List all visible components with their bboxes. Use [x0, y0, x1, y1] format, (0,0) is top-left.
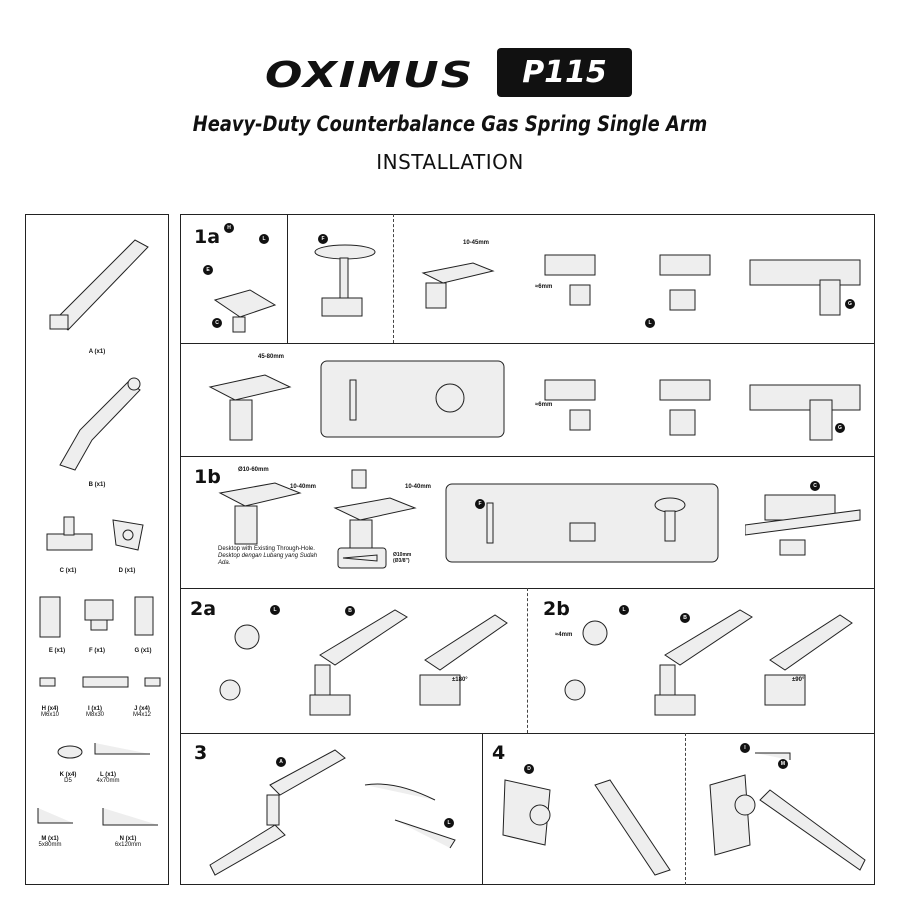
arm-b-install-drawing	[219, 609, 508, 716]
callout-d: D	[524, 764, 534, 774]
callout-b: B	[345, 606, 355, 616]
rotation-label: ±180°	[452, 677, 468, 683]
callout-h: H	[224, 223, 234, 233]
callout-g: G	[835, 423, 845, 433]
gap-label: ≈6mm	[535, 402, 553, 408]
brand-logo: OXIMUS	[265, 55, 475, 96]
callout-l: L	[270, 605, 280, 615]
divider	[180, 733, 875, 734]
divider	[393, 214, 394, 343]
gap-label: ≈6mm	[535, 284, 553, 290]
step-4-label: 4	[492, 742, 506, 764]
section-title: INSTALLATION	[376, 150, 524, 174]
part-kl-washer-key-drawing	[57, 743, 150, 759]
part-efg-brackets-drawing	[39, 596, 154, 638]
through-hole-mount-drawing	[445, 483, 719, 563]
callout-i: I	[740, 743, 750, 753]
part-label: M (x1)5x80mm	[38, 836, 62, 848]
desk-drawing	[421, 262, 495, 309]
desk-thickness-label: 10-45mm	[463, 240, 490, 246]
desk-thickness-label: 45-80mm	[258, 354, 285, 360]
clamp-assembly-drawing	[314, 244, 376, 317]
rotation-label: ±90°	[792, 677, 805, 683]
callout-b: B	[680, 613, 690, 623]
callout-l: L	[444, 818, 454, 828]
through-hole-note: Desktop with Existing Through-Hole.Deskt…	[218, 546, 318, 566]
part-hij-screws-drawing	[39, 676, 161, 688]
divider	[685, 733, 686, 885]
callout-l: L	[619, 605, 629, 615]
clamp-install-sequence-drawing	[544, 254, 861, 316]
part-label: B (x1)	[88, 482, 106, 488]
drill-bit-drawing	[337, 547, 387, 569]
part-a-arm-drawing	[49, 239, 149, 331]
part-label: N (x1)6x120mm	[114, 836, 142, 848]
part-d-vesa-plate-drawing	[112, 519, 144, 551]
part-label: G (x1)	[134, 648, 152, 654]
callout-c: C	[810, 481, 820, 491]
arm-a-install-drawing	[209, 749, 456, 876]
part-label: C (x1)	[59, 568, 77, 574]
desk-thickness-label: 10-40mm	[405, 484, 432, 490]
callout-a: A	[276, 757, 286, 767]
part-label: K (x4)D5	[59, 772, 77, 784]
through-hole-result-drawing	[745, 494, 861, 556]
step-3-label: 3	[194, 742, 208, 764]
gap-label: ≈4mm	[555, 632, 573, 638]
part-label: E (x1)	[48, 648, 66, 654]
divider	[287, 214, 288, 343]
divider	[527, 588, 528, 733]
thick-clamp-sequence-drawing	[544, 379, 861, 441]
callout-c: C	[212, 318, 222, 328]
part-label: A (x1)	[88, 349, 106, 355]
callout-g: G	[845, 299, 855, 309]
callout-l: L	[259, 234, 269, 244]
callout-m: M	[778, 759, 788, 769]
step-2a-label: 2a	[190, 598, 217, 620]
part-label: D (x1)	[118, 568, 136, 574]
divider	[180, 456, 875, 457]
hole-diameter-label: Ø10-60mm	[238, 467, 269, 473]
callout-e: E	[203, 265, 213, 275]
part-c-base-drawing	[46, 516, 93, 551]
drill-desk-drawing	[333, 469, 417, 549]
part-label: L (x1)4x70mm	[96, 772, 120, 784]
product-subtitle: Heavy-Duty Counterbalance Gas Spring Sin…	[192, 112, 708, 136]
callout-f: F	[475, 499, 485, 509]
vesa-plate-secure-drawing	[709, 752, 866, 871]
thick-desk-drawing	[208, 374, 292, 441]
base-assembly-drawing	[213, 289, 277, 333]
step-2b-label: 2b	[543, 598, 570, 620]
step-1a-label: 1a	[194, 226, 221, 248]
callout-f: F	[318, 234, 328, 244]
desk-thickness-label: 10-40mm	[290, 484, 317, 490]
part-label: I (x1)M8x30	[85, 706, 104, 718]
parts-list-panel	[25, 214, 169, 885]
instructions-panel	[180, 214, 875, 885]
vesa-plate-install-drawing	[502, 779, 671, 876]
drill-size-label: Ø10mm (Ø3/8")	[393, 552, 412, 564]
arm-b-install-alt-drawing	[564, 609, 853, 716]
model-badge: P115	[497, 48, 632, 97]
through-hole-desk-drawing	[218, 482, 302, 545]
part-label: F (x1)	[88, 648, 105, 654]
part-label: H (x4)M6x10	[40, 706, 59, 718]
part-label: J (x4)M4x12	[132, 706, 151, 718]
callout-l: L	[645, 318, 655, 328]
clamp-adjust-drawing	[320, 360, 505, 438]
part-b-arm-drawing	[59, 377, 141, 471]
divider	[180, 343, 875, 344]
part-mn-keys-drawing	[37, 808, 158, 826]
divider	[482, 733, 483, 885]
step-1b-label: 1b	[194, 466, 221, 488]
